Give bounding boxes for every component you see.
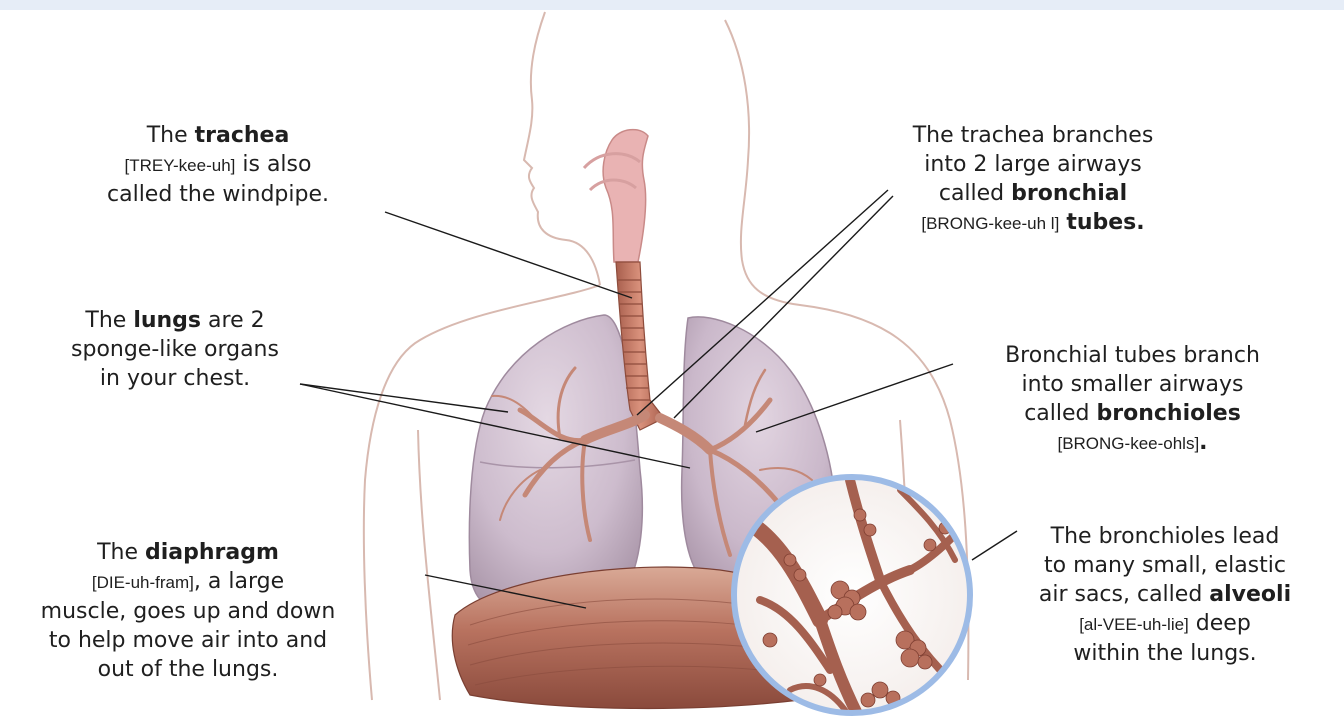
trachea-label: The trachea [TREY-kee-uh] is also called… — [78, 121, 358, 209]
lungs-leader-a — [300, 384, 508, 412]
alveoli-line-3: air sacs, called alveoli — [990, 580, 1340, 609]
bronchial-label: The trachea branches into 2 large airway… — [880, 121, 1186, 238]
alveoli-line-5: within the lungs. — [990, 639, 1340, 668]
lungs-line-1-post: are 2 — [201, 308, 265, 333]
trachea-leader — [385, 212, 632, 298]
trachea-line-2: [TREY-kee-uh] is also — [78, 150, 358, 180]
bronchioles-pronunciation: [BRONG-kee-ohls] — [1057, 434, 1199, 453]
alveoli-line-4-text: deep — [1189, 611, 1251, 636]
diaphragm-line-2-text: , a large — [194, 569, 284, 594]
bronchioles-period: . — [1199, 430, 1207, 455]
bronchioles-line-1: Bronchial tubes branch — [960, 341, 1305, 370]
bronchial-pronunciation: [BRONG-kee-uh l] — [921, 214, 1059, 233]
diaphragm-label: The diaphragm [DIE-uh-fram], a large mus… — [12, 538, 364, 684]
bronchial-line-3: called bronchial — [880, 179, 1186, 208]
diaphragm-line-1: The diaphragm — [12, 538, 364, 567]
bronchial-line-3-pre: called — [939, 181, 1011, 206]
diaphragm-line-4: to help move air into and — [12, 626, 364, 655]
bronchial-term-tubes: tubes. — [1066, 210, 1144, 235]
diaphragm-line-2: [DIE-uh-fram], a large — [12, 567, 364, 597]
lungs-line-1: The lungs are 2 — [30, 306, 320, 335]
trachea-line-2-text: is also — [235, 152, 311, 177]
alveoli-line-4: [al-VEE-uh-lie] deep — [990, 609, 1340, 639]
alveoli-label: The bronchioles lead to many small, elas… — [990, 522, 1340, 668]
lungs-line-2: sponge-like organs — [30, 335, 320, 364]
diaphragm-line-1-pre: The — [97, 540, 145, 565]
alveoli-pronunciation: [al-VEE-uh-lie] — [1079, 615, 1189, 634]
diaphragm-term: diaphragm — [145, 540, 279, 565]
left-lung — [469, 315, 642, 612]
bronchioles-line-3: called bronchioles — [960, 399, 1305, 428]
trachea-term: trachea — [195, 123, 290, 148]
trachea-line-1: The trachea — [78, 121, 358, 150]
bronchioles-line-4: [BRONG-kee-ohls]. — [960, 428, 1305, 458]
bronchioles-line-2: into smaller airways — [960, 370, 1305, 399]
bronchial-line-2: into 2 large airways — [880, 150, 1186, 179]
diaphragm-line-3: muscle, goes up and down — [12, 597, 364, 626]
trachea-pronunciation: [TREY-kee-uh] — [125, 156, 236, 175]
upper-airway — [584, 130, 648, 262]
lungs-line-3: in your chest. — [30, 364, 320, 393]
bronchial-line-4: [BRONG-kee-uh l] tubes. — [880, 208, 1186, 238]
diaphragm-line-5: out of the lungs. — [12, 655, 364, 684]
bronchial-term: bronchial — [1011, 181, 1127, 206]
trachea-line-1-text: The — [147, 123, 195, 148]
alveoli-line-3-pre: air sacs, called — [1039, 582, 1209, 607]
lungs-term: lungs — [133, 308, 201, 333]
alveoli-line-2: to many small, elastic — [990, 551, 1340, 580]
bronchioles-label: Bronchial tubes branch into smaller airw… — [960, 341, 1305, 458]
lungs-label: The lungs are 2 sponge-like organs in yo… — [30, 306, 320, 393]
trachea-line-3: called the windpipe. — [78, 180, 358, 209]
lungs-line-1-pre: The — [85, 308, 133, 333]
bronchioles-term: bronchioles — [1097, 401, 1241, 426]
bronchioles-line-3-pre: called — [1024, 401, 1096, 426]
diaphragm-pronunciation: [DIE-uh-fram] — [92, 573, 194, 592]
alveoli-term: alveoli — [1209, 582, 1291, 607]
alveoli-line-1: The bronchioles lead — [990, 522, 1340, 551]
bronchial-line-1: The trachea branches — [880, 121, 1186, 150]
